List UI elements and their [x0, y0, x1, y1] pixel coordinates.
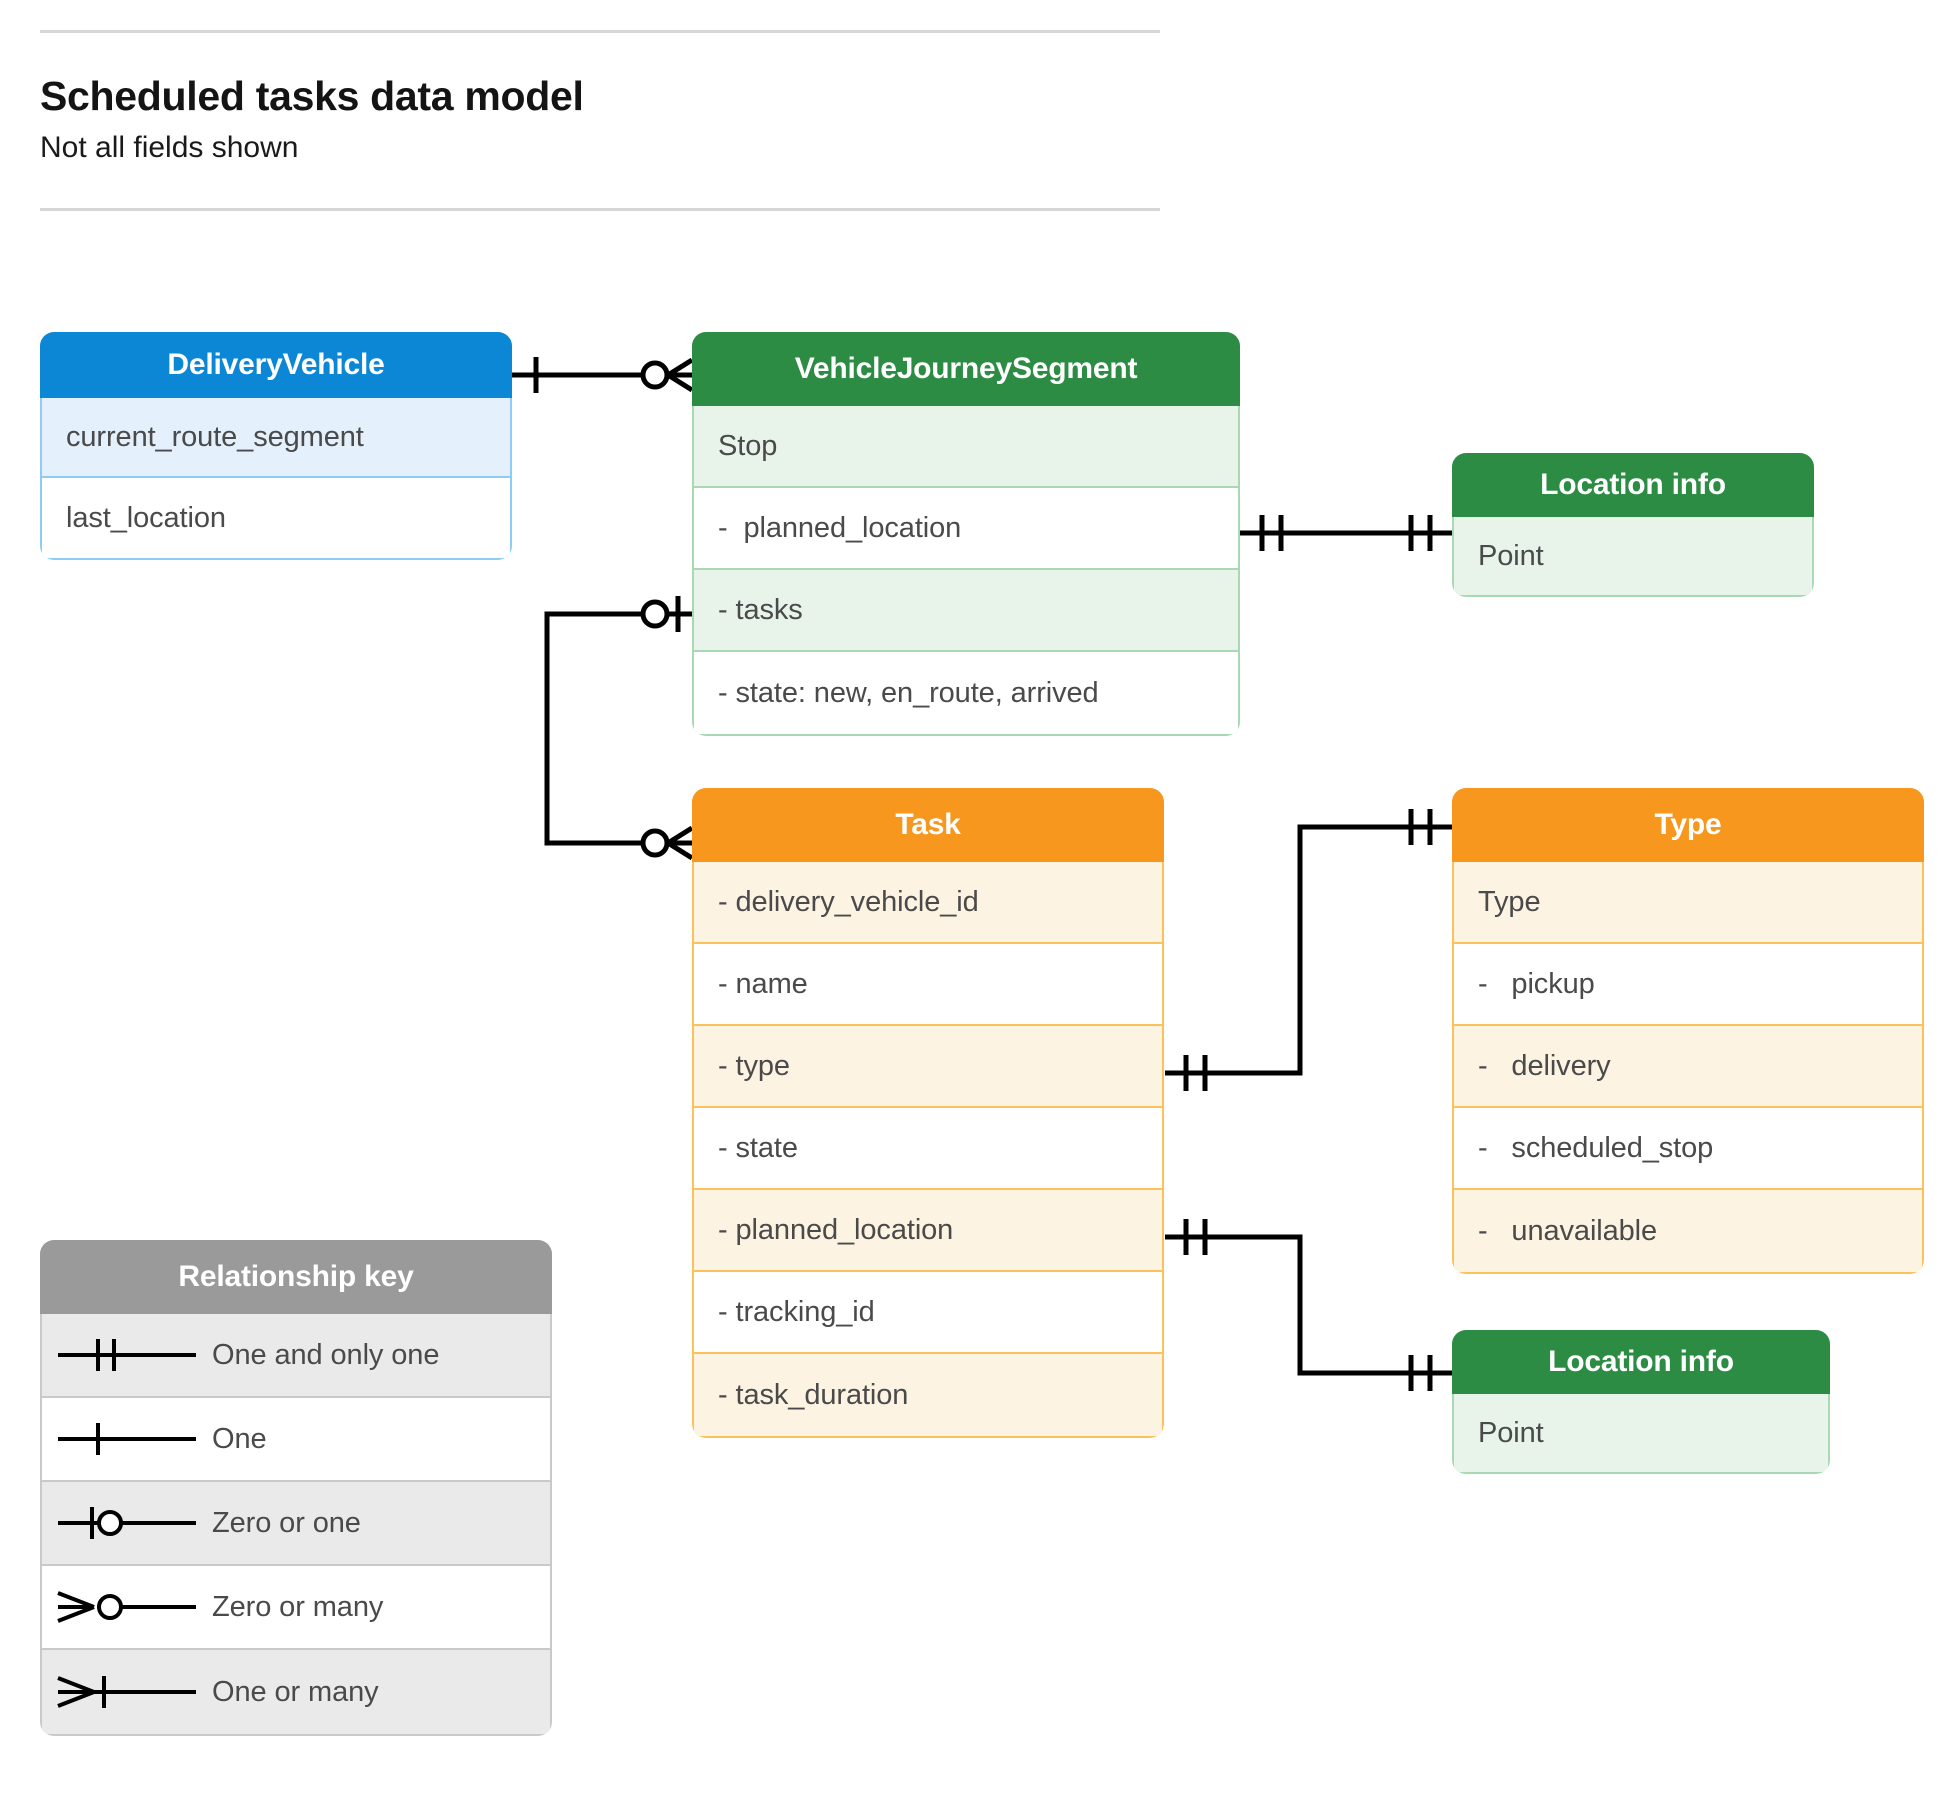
- one-and-only-one-icon: [42, 1335, 212, 1375]
- entity-title-vehicle-journey-segment: VehicleJourneySegment: [692, 332, 1240, 406]
- field-type-unavailable[interactable]: - unavailable: [1454, 1190, 1922, 1272]
- page-title: Scheduled tasks data model: [40, 73, 584, 119]
- legend-item-one-or-many[interactable]: One or many: [42, 1650, 550, 1734]
- entity-rows-type: Type - pickup - delivery - scheduled_sto…: [1452, 862, 1924, 1274]
- field-type-label[interactable]: Type: [1454, 862, 1922, 944]
- entity-rows-location-info-bottom: Point: [1452, 1394, 1830, 1474]
- legend-item-one[interactable]: One: [42, 1398, 550, 1482]
- entity-type[interactable]: Type Type - pickup - delivery - schedule…: [1452, 788, 1924, 1274]
- entity-rows-vehicle-journey-segment: Stop - planned_location - tasks - state:…: [692, 406, 1240, 736]
- page-subtitle: Not all fields shown: [40, 131, 299, 165]
- connector-vjs-tasks-task: [544, 596, 694, 861]
- connector-task-plannedlocation-locationinfo: [1165, 1219, 1452, 1391]
- zero-or-many-icon: [42, 1587, 212, 1627]
- entity-task[interactable]: Task - delivery_vehicle_id - name - type…: [692, 788, 1164, 1438]
- legend-label-zero-or-many: Zero or many: [212, 1590, 384, 1623]
- entity-location-info-bottom[interactable]: Location info Point: [1452, 1330, 1830, 1474]
- field-task-duration[interactable]: - task_duration: [694, 1354, 1162, 1436]
- entity-rows-delivery-vehicle: current_route_segment last_location: [40, 398, 512, 560]
- connector-deliveryvehicle-vehiclejourneysegment: [512, 357, 694, 393]
- entity-title-task: Task: [692, 788, 1164, 862]
- legend-label-one-or-many: One or many: [212, 1675, 379, 1708]
- field-tasks[interactable]: - tasks: [694, 570, 1238, 652]
- entity-delivery-vehicle[interactable]: DeliveryVehicle current_route_segment la…: [40, 332, 512, 560]
- field-planned-location-task[interactable]: - planned_location: [694, 1190, 1162, 1272]
- one-icon: [42, 1419, 212, 1459]
- field-planned-location[interactable]: - planned_location: [694, 488, 1238, 570]
- field-name[interactable]: - name: [694, 944, 1162, 1026]
- page-header: Scheduled tasks data model Not all field…: [40, 30, 1160, 212]
- field-state-task[interactable]: - state: [694, 1108, 1162, 1190]
- field-stop[interactable]: Stop: [694, 406, 1238, 488]
- legend-item-zero-or-one[interactable]: Zero or one: [42, 1482, 550, 1566]
- field-type-pickup[interactable]: - pickup: [1454, 944, 1922, 1026]
- zero-or-one-icon: [42, 1503, 212, 1543]
- field-tracking-id[interactable]: - tracking_id: [694, 1272, 1162, 1354]
- entity-title-location-info-top: Location info: [1452, 453, 1814, 517]
- legend-label-one: One: [212, 1422, 267, 1455]
- entity-rows-task: - delivery_vehicle_id - name - type - st…: [692, 862, 1164, 1438]
- connector-task-type-type: [1165, 809, 1452, 1091]
- entity-location-info-top[interactable]: Location info Point: [1452, 453, 1814, 597]
- entity-rows-location-info-top: Point: [1452, 517, 1814, 597]
- legend-title: Relationship key: [40, 1240, 552, 1314]
- header-spacer: [40, 166, 1160, 208]
- field-point-top[interactable]: Point: [1454, 517, 1812, 595]
- field-type[interactable]: - type: [694, 1026, 1162, 1108]
- field-point-bottom[interactable]: Point: [1454, 1394, 1828, 1472]
- field-last-location[interactable]: last_location: [42, 478, 510, 558]
- legend-label-one-and-only-one: One and only one: [212, 1338, 440, 1371]
- field-state[interactable]: - state: new, en_route, arrived: [694, 652, 1238, 734]
- entity-title-delivery-vehicle: DeliveryVehicle: [40, 332, 512, 398]
- legend-item-zero-or-many[interactable]: Zero or many: [42, 1566, 550, 1650]
- header-bottom-rule: [40, 208, 1160, 212]
- entity-title-type: Type: [1452, 788, 1924, 862]
- legend-item-one-and-only-one[interactable]: One and only one: [42, 1314, 550, 1398]
- field-delivery-vehicle-id[interactable]: - delivery_vehicle_id: [694, 862, 1162, 944]
- connector-vjs-plannedlocation-locationinfo: [1240, 515, 1452, 551]
- legend-rows: One and only one One: [40, 1314, 552, 1736]
- legend-relationship-key[interactable]: Relationship key One and only one: [40, 1240, 552, 1736]
- entity-vehicle-journey-segment[interactable]: VehicleJourneySegment Stop - planned_loc…: [692, 332, 1240, 736]
- field-current-route-segment[interactable]: current_route_segment: [42, 398, 510, 478]
- field-type-scheduled-stop[interactable]: - scheduled_stop: [1454, 1108, 1922, 1190]
- entity-title-location-info-bottom: Location info: [1452, 1330, 1830, 1394]
- field-type-delivery[interactable]: - delivery: [1454, 1026, 1922, 1108]
- header-top-rule: [40, 30, 1160, 33]
- one-or-many-icon: [42, 1672, 212, 1712]
- legend-label-zero-or-one: Zero or one: [212, 1506, 361, 1539]
